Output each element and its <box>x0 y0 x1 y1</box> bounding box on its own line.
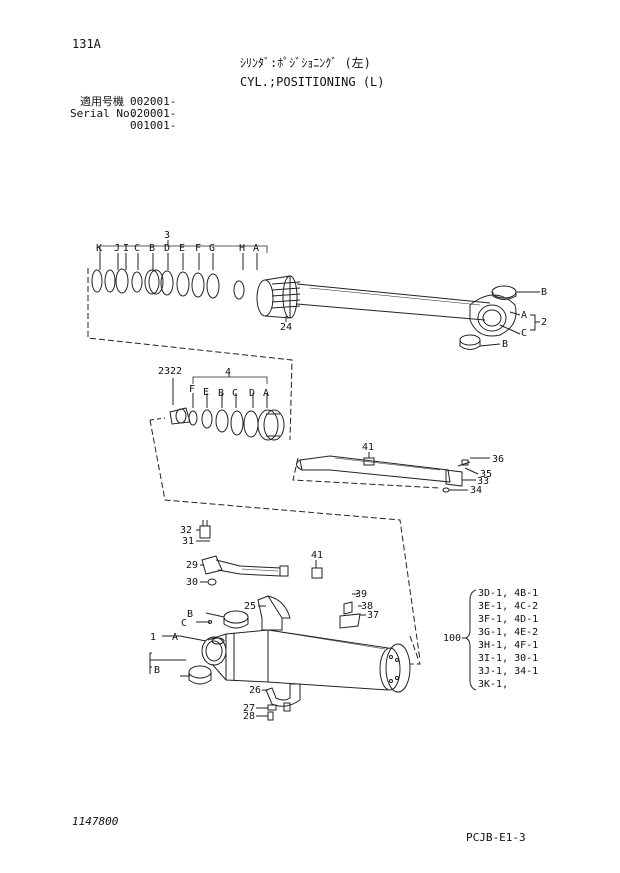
callout-J: J <box>114 243 120 254</box>
callout-B: B <box>149 243 155 254</box>
callout-ref-41-lower: 41 <box>311 550 323 561</box>
callout-ref-22: 22 <box>170 366 182 377</box>
callout-rod-C: C <box>521 328 527 339</box>
callout-ref-32: 32 <box>180 525 192 536</box>
page-code: 131A <box>72 37 101 51</box>
callout-ref-2: 2 <box>541 317 547 328</box>
drawing-number: 1147800 <box>72 815 119 828</box>
callout-ref-33: 33 <box>477 476 489 487</box>
kit-line-4: 3G-1, 4E-2 <box>478 627 538 638</box>
callout-tube-B-top: B <box>187 609 193 620</box>
callout-ref-24: 24 <box>280 322 292 333</box>
kit-line-3: 3F-1, 4D-1 <box>478 614 538 625</box>
callout-ref-28: 28 <box>243 711 255 722</box>
callout-ref-30: 30 <box>186 577 198 588</box>
callout-G: G <box>209 243 215 254</box>
callout-ref-27: 27 <box>243 703 255 714</box>
callout-ref-39: 39 <box>355 589 367 600</box>
callout-tube-A: A <box>172 632 178 643</box>
callout-ref-37: 37 <box>367 610 379 621</box>
callout-piston-B: B <box>218 388 224 399</box>
callout-ref-23: 23 <box>158 366 170 377</box>
callout-ref-35: 35 <box>480 469 492 480</box>
callout-assembly-4: 4 <box>225 367 231 378</box>
kit-line-6: 3I-1, 30-1 <box>478 653 538 664</box>
callout-I: I <box>123 243 129 254</box>
callout-piston-E: E <box>203 387 209 398</box>
serial-value-3: 001001- <box>130 119 177 132</box>
kit-line-8: 3K-1, <box>478 679 508 690</box>
callout-A: A <box>253 243 259 254</box>
callout-F: F <box>195 243 201 254</box>
serial-value-2: 020001- <box>130 107 177 120</box>
callout-ref-38: 38 <box>361 601 373 612</box>
title-english: CYL.;POSITIONING (L) <box>240 75 385 89</box>
callout-ref-1: 1 <box>150 632 156 643</box>
callout-ref-36: 36 <box>492 454 504 465</box>
callout-H: H <box>239 243 245 254</box>
title-japanese: ｼﾘﾝﾀﾞ:ﾎﾟｼﾞｼｮﾆﾝｸﾞ (左) <box>240 56 371 70</box>
footer-code: PCJB-E1-3 <box>466 831 526 844</box>
kit-line-5: 3H-1, 4F-1 <box>478 640 538 651</box>
callout-tube-B-bottom: B <box>154 665 160 676</box>
callout-assembly-3: 3 <box>164 230 170 241</box>
serial-label-en: Serial No. <box>70 107 137 120</box>
callout-D: D <box>164 243 170 254</box>
callout-rod-A: A <box>521 310 527 321</box>
callout-ref-29: 29 <box>186 560 198 571</box>
callout-C: C <box>134 243 140 254</box>
kit-line-7: 3J-1, 34-1 <box>478 666 538 677</box>
callout-K: K <box>96 243 102 254</box>
callout-piston-C: C <box>232 388 238 399</box>
kit-line-1: 3D-1, 4B-1 <box>478 588 538 599</box>
callout-rod-B-top: B <box>541 287 547 298</box>
kit-line-2: 3E-1, 4C-2 <box>478 601 538 612</box>
callout-tube-C: C <box>181 618 187 629</box>
callout-piston-D: D <box>249 388 255 399</box>
callout-ref-34: 34 <box>470 485 482 496</box>
serial-value-1: 002001- <box>130 95 177 108</box>
callout-piston-F: F <box>189 384 195 395</box>
callout-rod-B-bottom: B <box>502 339 508 350</box>
callout-ref-25: 25 <box>244 601 256 612</box>
callout-ref-41-upper: 41 <box>362 442 374 453</box>
callout-ref-26: 26 <box>249 685 261 696</box>
callout-piston-A: A <box>263 388 269 399</box>
callout-ref-100: 100 <box>443 633 461 644</box>
callout-E: E <box>179 243 185 254</box>
callout-ref-31: 31 <box>182 536 194 547</box>
serial-label-jp: 適用号機 <box>80 95 124 108</box>
